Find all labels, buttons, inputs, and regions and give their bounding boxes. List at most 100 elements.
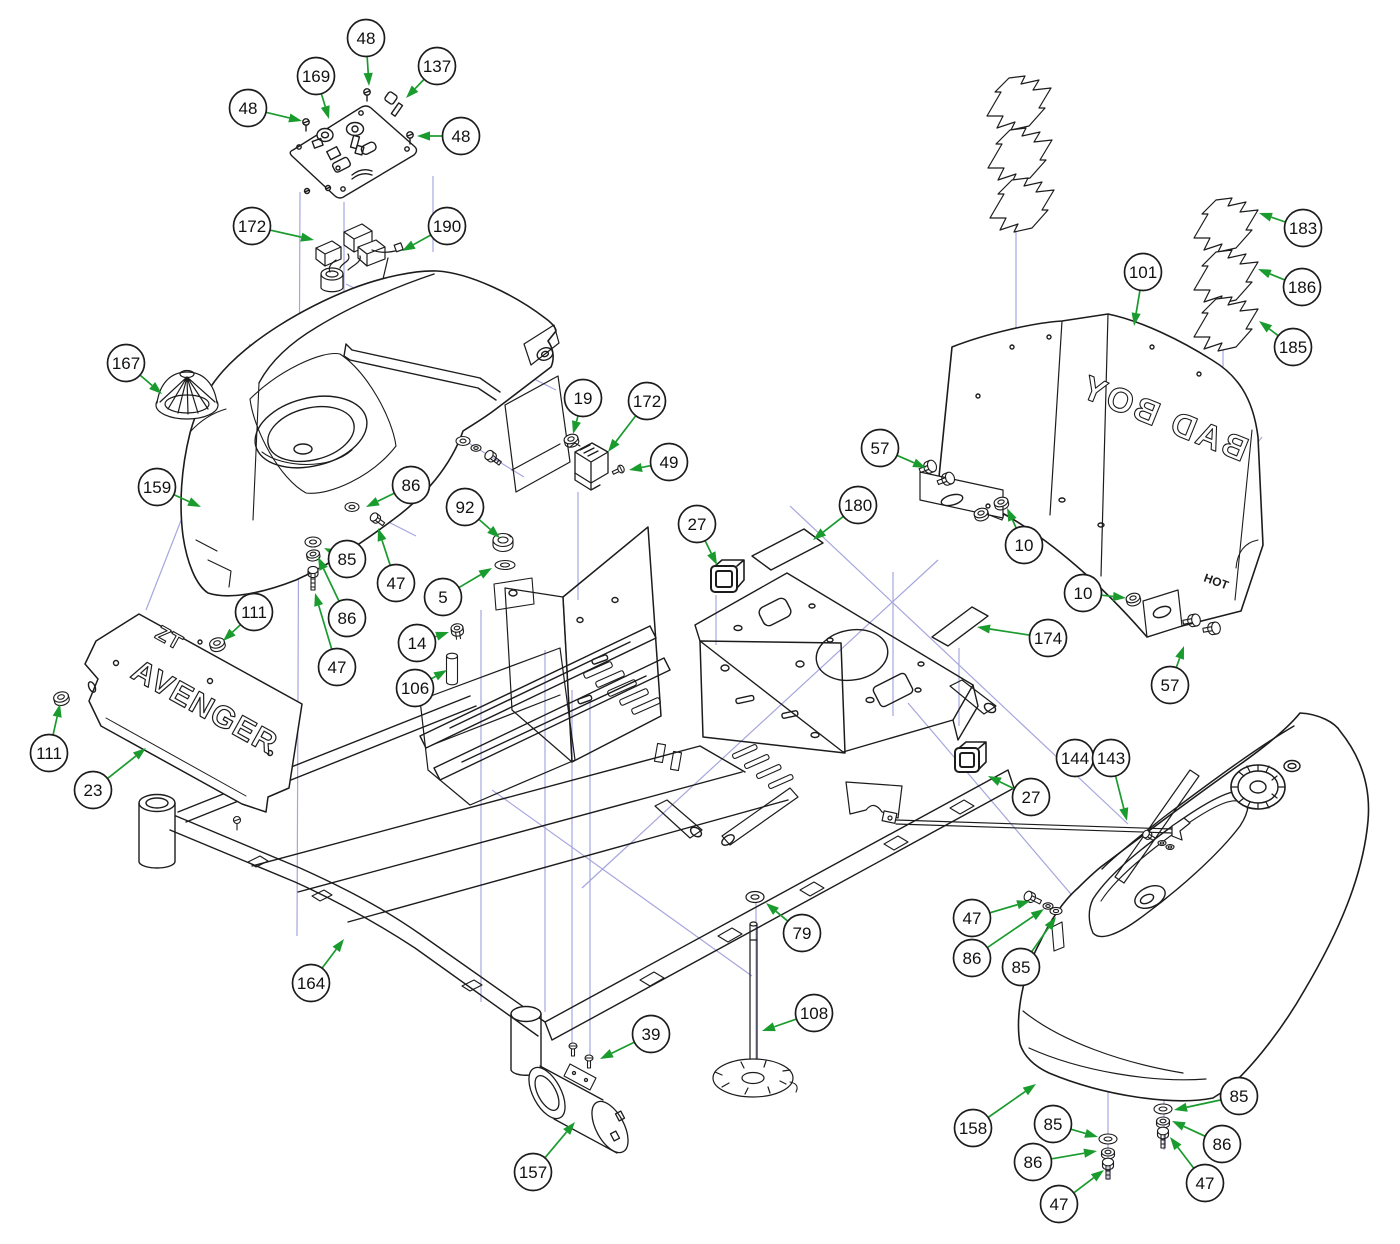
callout-circle bbox=[1063, 573, 1103, 613]
leader-line bbox=[704, 540, 713, 554]
leader-line bbox=[1101, 594, 1114, 598]
callout-number: 85 bbox=[1230, 1087, 1249, 1106]
callout-circle bbox=[631, 1014, 671, 1054]
callout-circle bbox=[1004, 525, 1044, 565]
callout-number: 172 bbox=[238, 217, 266, 236]
callout-circle bbox=[677, 504, 717, 544]
callout-circle bbox=[1011, 777, 1051, 817]
control-panel bbox=[289, 105, 418, 199]
callout-79: 79 bbox=[766, 903, 822, 953]
chassis-frame bbox=[138, 625, 1015, 1076]
callout-circle bbox=[137, 467, 177, 507]
callout-circle bbox=[1028, 618, 1068, 658]
leader-arrowhead bbox=[366, 497, 380, 507]
leader-arrowhead bbox=[1119, 807, 1129, 821]
leader-arrowhead bbox=[1083, 1148, 1097, 1158]
callout-circle bbox=[232, 206, 272, 246]
callout-number: 167 bbox=[112, 354, 140, 373]
callout-10: 10 bbox=[1004, 508, 1044, 565]
callout-number: 47 bbox=[963, 909, 982, 928]
callout-circle bbox=[427, 206, 467, 246]
callout-circle bbox=[1282, 267, 1322, 307]
leader-line bbox=[266, 111, 290, 119]
callout-number: 27 bbox=[688, 515, 707, 534]
leader-line bbox=[52, 716, 58, 735]
switch-27-right bbox=[954, 741, 987, 773]
callout-circle bbox=[441, 116, 481, 156]
callout-circle bbox=[423, 577, 463, 617]
leader-arrowhead bbox=[417, 131, 430, 141]
leader-arrowhead bbox=[912, 458, 926, 468]
caster-rod-108 bbox=[712, 890, 798, 1098]
callout-circle bbox=[234, 592, 274, 632]
leader-arrowhead bbox=[1172, 1121, 1186, 1131]
leader-arrowhead bbox=[707, 551, 717, 565]
callout-180: 180 bbox=[813, 485, 878, 540]
callout-number: 47 bbox=[1196, 1174, 1215, 1193]
leader-line bbox=[107, 755, 137, 779]
leader-line bbox=[1269, 273, 1285, 281]
callout-circle bbox=[1219, 1076, 1259, 1116]
leader-arrowhead bbox=[600, 1049, 614, 1059]
callout-number: 10 bbox=[1074, 584, 1093, 603]
leader-arrowhead bbox=[1174, 1102, 1188, 1112]
leader-arrowhead bbox=[320, 105, 330, 119]
leader-line bbox=[1071, 1128, 1086, 1135]
callout-92: 92 bbox=[445, 487, 500, 538]
callout-number: 86 bbox=[338, 609, 357, 628]
right-fuel-tank bbox=[1017, 712, 1370, 1102]
leader-arrowhead bbox=[977, 624, 991, 634]
callout-circle bbox=[417, 46, 457, 86]
callout-number: 172 bbox=[633, 392, 661, 411]
leader-line bbox=[1177, 1146, 1195, 1169]
leader-arrowhead bbox=[1022, 1084, 1036, 1096]
callout-circle bbox=[627, 381, 667, 421]
callout-85: 85 bbox=[1174, 1076, 1259, 1116]
callout-number: 137 bbox=[423, 57, 451, 76]
leader-arrowhead bbox=[314, 593, 324, 607]
callout-172: 172 bbox=[232, 206, 314, 246]
callout-186: 186 bbox=[1258, 267, 1322, 307]
callout-circle bbox=[228, 88, 268, 128]
leader-line bbox=[774, 1018, 797, 1028]
callout-circle bbox=[29, 733, 69, 773]
leader-line bbox=[366, 56, 370, 74]
callout-circle bbox=[860, 428, 900, 468]
callout-number: 85 bbox=[1012, 958, 1031, 977]
callout-85: 85 bbox=[1033, 1104, 1098, 1144]
callout-circle bbox=[73, 770, 113, 810]
leader-line bbox=[321, 948, 337, 969]
leader-arrowhead bbox=[52, 704, 62, 718]
leader-line bbox=[231, 624, 241, 633]
wire-harness bbox=[315, 223, 404, 301]
callout-circle bbox=[1001, 947, 1041, 987]
leader-arrowhead bbox=[988, 776, 1002, 786]
leader-line bbox=[1073, 1177, 1095, 1194]
callout-169: 169 bbox=[296, 56, 336, 119]
leader-line bbox=[1183, 1125, 1206, 1137]
panel-screws-48 bbox=[302, 88, 414, 195]
callout-144: 144 bbox=[1055, 738, 1095, 778]
leader-arrowhead bbox=[1030, 909, 1044, 921]
callout-circle bbox=[291, 963, 331, 1003]
leader-arrowhead bbox=[766, 903, 779, 915]
key-137 bbox=[384, 91, 404, 117]
callout-85: 85 bbox=[1001, 917, 1056, 987]
decal-label-174 bbox=[931, 606, 989, 647]
callout-number: 158 bbox=[959, 1119, 987, 1138]
callout-number: 23 bbox=[84, 781, 103, 800]
callout-number: 185 bbox=[1279, 338, 1307, 357]
callout-159: 159 bbox=[137, 467, 201, 507]
leader-arrowhead bbox=[187, 497, 201, 507]
leader-line bbox=[897, 454, 915, 464]
callout-172: 172 bbox=[608, 381, 667, 452]
callout-circle bbox=[794, 993, 834, 1033]
callout-number: 169 bbox=[302, 67, 330, 86]
callout-27: 27 bbox=[677, 504, 717, 565]
callout-number: 79 bbox=[793, 924, 812, 943]
leader-line bbox=[1031, 927, 1050, 952]
callout-183: 183 bbox=[1259, 208, 1323, 248]
callout-14: 14 bbox=[397, 623, 449, 663]
callout-number: 57 bbox=[1161, 676, 1180, 695]
